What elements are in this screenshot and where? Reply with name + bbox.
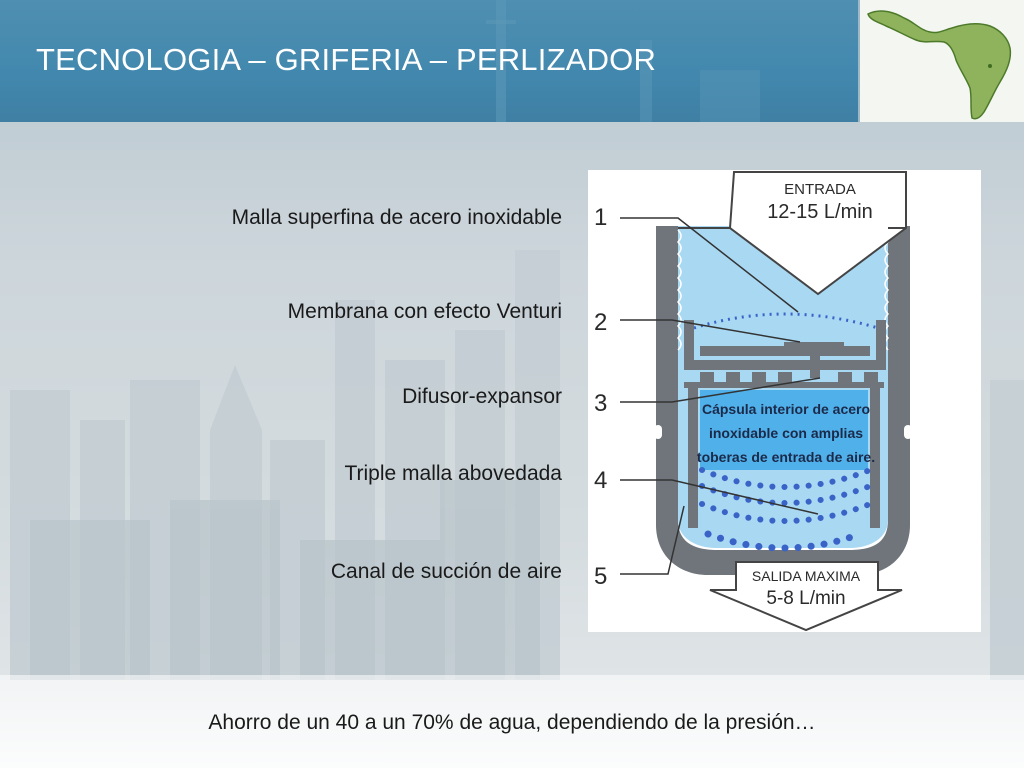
label-canal-succion: Canal de succión de aire: [330, 560, 562, 583]
triple-mesh-1: [699, 467, 873, 490]
inlet-label: ENTRADA: [784, 181, 856, 198]
callout-number-4: 4: [594, 467, 607, 494]
inlet-flow: 12-15 L/min: [767, 201, 873, 223]
outlet-flow: 5-8 L/min: [766, 588, 845, 609]
leader-line-1: [620, 217, 799, 313]
callout-number-5: 5: [594, 563, 607, 590]
leader-line-5: [620, 505, 685, 575]
leader-line-4: [620, 479, 819, 515]
outlet-label: SALIDA MAXIMA: [752, 568, 861, 584]
callout-number-2: 2: [594, 309, 607, 336]
label-triple-malla: Triple malla abovedada: [344, 462, 562, 485]
label-membrana-venturi: Membrana con efecto Venturi: [287, 300, 562, 323]
label-malla-superfina: Malla superfina de acero inoxidable: [231, 206, 562, 229]
capsule-text-2: inoxidable con amplias: [709, 425, 863, 441]
outlet-droplets: [704, 530, 864, 552]
callout-number-3: 3: [594, 390, 607, 417]
leader-line-2: [620, 319, 801, 343]
superfine-mesh: [693, 312, 879, 330]
aerator-diagram: ENTRADA 12-15 L/min Cápsula interior de …: [588, 170, 981, 632]
footer-note: Ahorro de un 40 a un 70% de agua, depend…: [208, 711, 816, 734]
inlet-arrow: [728, 171, 907, 296]
air-suction-channel: [688, 388, 698, 528]
leader-line-3: [620, 377, 821, 403]
logo-map-box: [858, 0, 1024, 122]
latin-america-map-icon: [867, 10, 1012, 120]
header-tower-silhouette: [486, 0, 760, 122]
capsule-text-3: toberas de entrada de aire.: [697, 449, 875, 465]
diffuser-expander: [700, 372, 878, 382]
title-bar: TECNOLOGIA – GRIFERIA – PERLIZADOR: [0, 0, 860, 122]
callout-number-1: 1: [594, 204, 607, 231]
outer-housing: [656, 226, 910, 575]
aerator-cross-section: ENTRADA 12-15 L/min Cápsula interior de …: [594, 171, 912, 632]
page-title: TECNOLOGIA – GRIFERIA – PERLIZADOR: [36, 42, 657, 77]
venturi-membrane: [684, 320, 886, 370]
outlet-arrow: [709, 561, 903, 632]
label-difusor-expansor: Difusor-expansor: [402, 385, 562, 408]
capsule-text-1: Cápsula interior de acero: [702, 401, 870, 417]
footer-band: [0, 675, 1024, 768]
triple-mesh-3: [699, 501, 873, 524]
triple-mesh-2: [699, 483, 873, 506]
